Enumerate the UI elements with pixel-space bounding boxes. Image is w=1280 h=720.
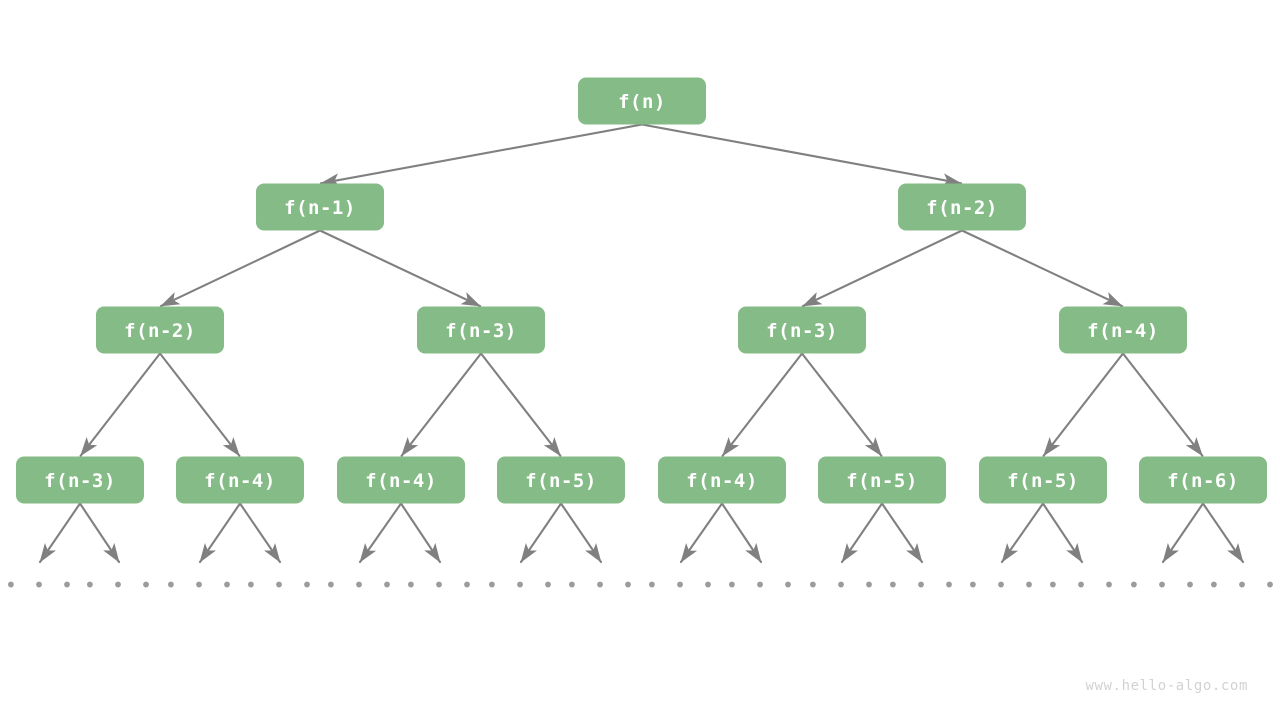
tree-edge (640, 123, 963, 187)
tree-edge-to-ellipsis (1041, 502, 1084, 564)
node-box (658, 456, 786, 504)
tree-edge-to-ellipsis (1201, 502, 1245, 564)
tree-edge-to-ellipsis (880, 502, 924, 564)
node-box (578, 77, 706, 125)
tree-node[interactable]: f(n-4) (337, 456, 465, 504)
ellipsis-marker: • • • (5, 573, 75, 597)
node-box (337, 456, 465, 504)
tree-node[interactable]: f(n-5) (818, 456, 946, 504)
tree-edge (721, 352, 804, 457)
ellipsis-marker: • • • (566, 573, 636, 597)
ellipsis-marker: • • • (726, 573, 796, 597)
ellipsis-marker: • • • (1208, 573, 1278, 597)
node-label: f(n-4) (1087, 320, 1159, 342)
tree-edge (158, 352, 241, 457)
tree-edge-to-ellipsis (720, 502, 763, 564)
node-label: f(n) (618, 91, 666, 113)
tree-edge-to-ellipsis (38, 502, 82, 564)
node-box (898, 183, 1026, 231)
tree-node[interactable]: f(n-5) (497, 456, 625, 504)
tree-node[interactable]: f(n-3) (738, 306, 866, 354)
tree-edge-to-ellipsis (1161, 502, 1205, 564)
nodes-layer: f(n) f(n-1) f(n-2) f(n-2) f(n-3) f(n-3) f(n-4)… (16, 77, 1267, 504)
node-box (96, 306, 224, 354)
tree-node[interactable]: f(n-6) (1139, 456, 1267, 504)
tree-edge-to-ellipsis (519, 502, 563, 564)
ellipsis-marker: • • • (887, 573, 957, 597)
ellipsis-marker: • • • (646, 573, 716, 597)
node-label: f(n-4) (365, 470, 437, 492)
tree-edge-to-ellipsis (238, 502, 282, 564)
node-label: f(n-5) (1007, 470, 1079, 492)
ellipsis-arrows-layer (38, 502, 1245, 564)
tree-edge (319, 123, 644, 187)
node-label: f(n-5) (525, 470, 597, 492)
tree-node[interactable]: f(n-4) (176, 456, 304, 504)
tree-edge (159, 229, 322, 308)
node-box (256, 183, 384, 231)
tree-node[interactable]: f(n-4) (658, 456, 786, 504)
node-box (738, 306, 866, 354)
node-box (497, 456, 625, 504)
ellipsis-marker: • • • (486, 573, 556, 597)
node-label: f(n-4) (686, 470, 758, 492)
tree-node[interactable]: f(n-2) (898, 183, 1026, 231)
ellipsis-marker: • • • (807, 573, 877, 597)
ellipsis-marker: • • • (967, 573, 1037, 597)
tree-node[interactable]: f(n-3) (16, 456, 144, 504)
node-label: f(n-2) (124, 320, 196, 342)
tree-edge-to-ellipsis (679, 502, 724, 564)
tree-edge-to-ellipsis (1000, 502, 1045, 564)
node-label: f(n-5) (846, 470, 918, 492)
node-label: f(n-2) (926, 197, 998, 219)
node-box (818, 456, 946, 504)
node-box (979, 456, 1107, 504)
tree-edge (1121, 352, 1204, 457)
node-label: f(n-3) (445, 320, 517, 342)
ellipsis-marker: • • • (165, 573, 235, 597)
tree-edge (400, 352, 483, 457)
tree-edge (801, 229, 964, 308)
tree-edge-to-ellipsis (78, 502, 121, 564)
node-label: f(n-4) (204, 470, 276, 492)
tree-node[interactable]: f(n) (578, 77, 706, 125)
tree-edge-to-ellipsis (559, 502, 603, 564)
ellipsis-marker: • • • (405, 573, 475, 597)
tree-node[interactable]: f(n-2) (96, 306, 224, 354)
ellipsis-marker: • • • (245, 573, 315, 597)
tree-edge-to-ellipsis (399, 502, 442, 564)
node-label: f(n-3) (766, 320, 838, 342)
tree-edge (800, 352, 883, 457)
tree-node[interactable]: f(n-4) (1059, 306, 1187, 354)
tree-edge (318, 229, 482, 308)
tree-edge-to-ellipsis (840, 502, 884, 564)
ellipsis-marker: • • • (325, 573, 395, 597)
node-label: f(n-3) (44, 470, 116, 492)
tree-edge-to-ellipsis (358, 502, 403, 564)
tree-edge-to-ellipsis (198, 502, 242, 564)
tree-node[interactable]: f(n-3) (417, 306, 545, 354)
node-box (417, 306, 545, 354)
node-box (1139, 456, 1267, 504)
node-box (176, 456, 304, 504)
node-box (16, 456, 144, 504)
ellipsis-layer: • • • • • • • • • • • • • • • • • • • • • • • •… (5, 573, 1278, 597)
node-label: f(n-6) (1167, 470, 1239, 492)
ellipsis-marker: • • • (84, 573, 154, 597)
tree-edge (960, 229, 1124, 308)
node-box (1059, 306, 1187, 354)
ellipsis-marker: • • • (1128, 573, 1198, 597)
tree-node[interactable]: f(n-1) (256, 183, 384, 231)
ellipsis-marker: • • • (1047, 573, 1117, 597)
tree-edge (479, 352, 562, 457)
tree-node[interactable]: f(n-5) (979, 456, 1107, 504)
tree-edge (79, 352, 162, 457)
node-label: f(n-1) (284, 197, 356, 219)
watermark-label: www.hello-algo.com (1085, 678, 1248, 694)
tree-edge (1042, 352, 1125, 457)
edges-layer (79, 123, 1204, 457)
